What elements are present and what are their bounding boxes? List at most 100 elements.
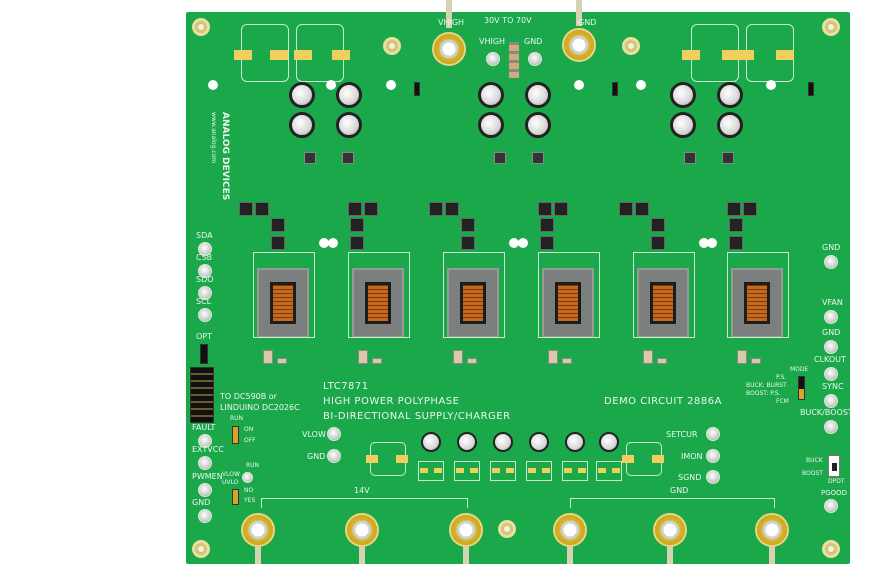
controller-ic: [684, 152, 696, 164]
center-gnd-test-point[interactable]: [327, 449, 341, 463]
mosfet: [350, 236, 364, 250]
via-hole: [386, 80, 396, 90]
controller-ic: [494, 152, 506, 164]
mounting-hole: [822, 540, 840, 558]
current-sense-resistor: [548, 350, 558, 364]
mosfet: [239, 202, 253, 216]
switch-boost-label: BOOST: [802, 470, 823, 477]
solder-pad: [682, 50, 700, 60]
mosfet: [651, 218, 665, 232]
run-test-point[interactable]: [242, 472, 253, 483]
mounting-hole: [192, 18, 210, 36]
test-point-csb[interactable]: [198, 264, 212, 278]
test-point-sda[interactable]: [198, 242, 212, 256]
lug-stem: [463, 542, 469, 564]
pin-header-connector[interactable]: [190, 367, 214, 423]
solder-pad: [736, 50, 754, 60]
output-lug[interactable]: [653, 513, 687, 547]
electrolytic-capacitor: [565, 432, 585, 452]
lug-stem: [359, 542, 365, 564]
test-point-sdo[interactable]: [198, 286, 212, 300]
output-lug[interactable]: [755, 513, 789, 547]
vhigh-test-point[interactable]: [486, 52, 500, 66]
mosfet: [554, 202, 568, 216]
vlow-test-point[interactable]: [327, 427, 341, 441]
lug-stem: [769, 542, 775, 564]
electrolytic-capacitor: [599, 432, 619, 452]
mode-jumper[interactable]: [798, 376, 805, 400]
mode-boost-label: BOOST: P.S.: [746, 390, 781, 397]
lug-stem: [576, 0, 582, 26]
tp-label-scl: SCL: [196, 297, 212, 306]
inductor: [637, 268, 689, 338]
tp-label-gnd: GND: [822, 328, 841, 337]
test-point-fault[interactable]: [198, 434, 212, 448]
test-point-extvcc[interactable]: [198, 456, 212, 470]
sgnd-test-point[interactable]: [706, 470, 720, 484]
test-point-scl[interactable]: [198, 308, 212, 322]
mode-jumper-title: MODE: [790, 366, 809, 373]
switch-buck-label: BUCK: [806, 457, 823, 464]
board-subtitle-1: HIGH POWER POLYPHASE: [323, 396, 460, 407]
test-point-gnd[interactable]: [824, 255, 838, 269]
vhigh-lug[interactable]: [432, 32, 466, 66]
jumper[interactable]: [808, 82, 814, 96]
test-point-pwmen[interactable]: [198, 483, 212, 497]
imon-test-point[interactable]: [706, 449, 720, 463]
setcur-label: SETCUR: [666, 430, 698, 439]
jumper[interactable]: [612, 82, 618, 96]
test-point-buck-boost[interactable]: [824, 420, 838, 434]
website-label: www.analog.com: [210, 112, 217, 164]
inductor-coil: [463, 285, 483, 321]
via-hole: [319, 238, 329, 248]
pcb-board: VHIGH GND 30V TO 70V VHIGH GND ANALOG DE…: [186, 0, 853, 564]
solder-pad: [528, 468, 536, 473]
test-point-clkout[interactable]: [824, 367, 838, 381]
gnd-test-point[interactable]: [528, 52, 542, 66]
mosfet: [445, 202, 459, 216]
inductor-outline: [348, 252, 410, 338]
output-lug[interactable]: [345, 513, 379, 547]
output-lug[interactable]: [553, 513, 587, 547]
output-lug[interactable]: [241, 513, 275, 547]
tp-label-fault: FAULT: [192, 423, 216, 432]
test-point-vfan[interactable]: [824, 310, 838, 324]
capacitor-footprint: [526, 461, 552, 481]
electrolytic-capacitor: [421, 432, 441, 452]
mosfet: [461, 236, 475, 250]
bus-outline-gnd: [570, 498, 775, 508]
gnd-lug[interactable]: [562, 28, 596, 62]
opt-jumper[interactable]: [200, 344, 208, 364]
mosfet: [540, 236, 554, 250]
pgood-test-point[interactable]: [824, 499, 838, 513]
imon-label: IMON: [681, 452, 703, 461]
run-jumper[interactable]: [232, 426, 239, 444]
buck-boost-switch[interactable]: [828, 455, 840, 477]
mounting-hole: [383, 37, 401, 55]
test-point-gnd[interactable]: [824, 340, 838, 354]
lug-stem: [446, 0, 452, 28]
tp-label-sync: SYNC: [822, 382, 844, 391]
mosfet: [651, 236, 665, 250]
inductor-outline: [727, 252, 789, 338]
test-point-sync[interactable]: [824, 394, 838, 408]
mosfet: [538, 202, 552, 216]
capacitor-footprint: [490, 461, 516, 481]
setcur-test-point[interactable]: [706, 427, 720, 441]
bus-14v-label: 14V: [354, 486, 370, 495]
output-lug[interactable]: [449, 513, 483, 547]
vhigh-tp-label: VHIGH: [479, 37, 506, 46]
input-range-label: 30V TO 70V: [484, 16, 532, 25]
test-point-gnd[interactable]: [198, 509, 212, 523]
electrolytic-capacitor: [336, 112, 362, 138]
via-hole: [208, 80, 218, 90]
mosfet: [348, 202, 362, 216]
board-subtitle-2: BI-DIRECTIONAL SUPPLY/CHARGER: [323, 411, 511, 422]
uvlo-jumper[interactable]: [232, 489, 239, 505]
uvlo-no-label: NO: [244, 487, 254, 494]
controller-ic: [532, 152, 544, 164]
solder-pad: [542, 468, 550, 473]
jumper[interactable]: [414, 82, 420, 96]
tp-label-csb: CSB: [196, 253, 213, 262]
switch-slider[interactable]: [832, 463, 837, 471]
